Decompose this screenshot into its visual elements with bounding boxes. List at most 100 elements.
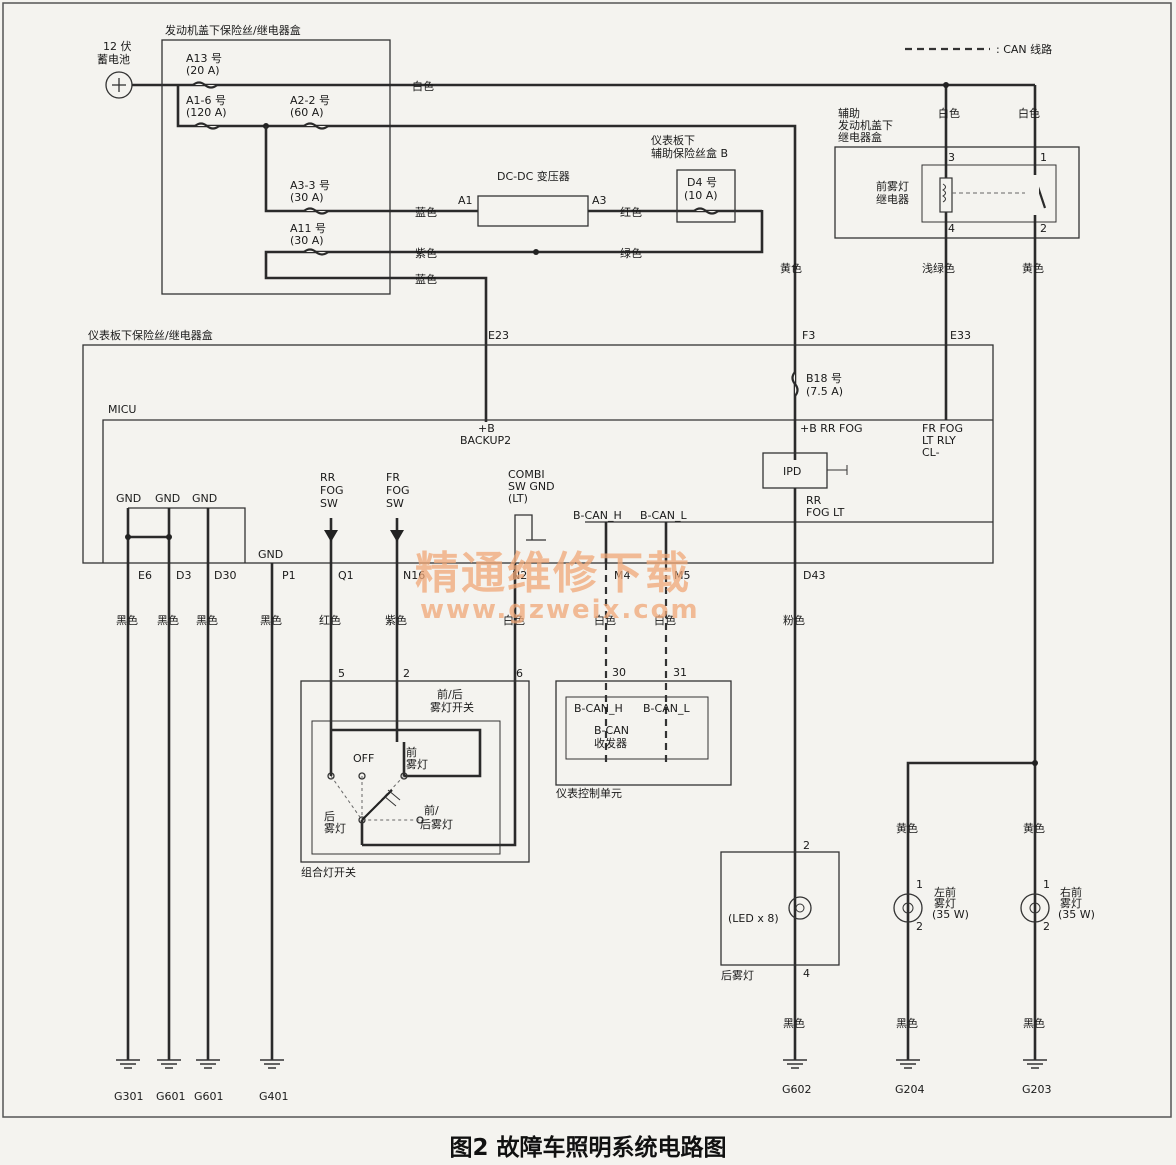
right-fog-pin-2: 2 [1043, 920, 1050, 933]
fr-fog-sw-label-2: FOG [386, 484, 410, 497]
gauge-pin-30: 30 [612, 666, 626, 679]
fr-fog-sw-label-3: SW [386, 497, 404, 510]
figure-caption: 图2 故障车照明系统电路图 [449, 1135, 727, 1161]
fuse-a11-rating: (30 A) [290, 234, 324, 247]
battery-symbol [105, 71, 133, 99]
dash-fuse-box-title: 仪表板下保险丝/继电器盒 [88, 328, 213, 342]
dcdc-label: DC-DC 变压器 [497, 169, 570, 183]
rr-fog-sw-label-3: SW [320, 497, 338, 510]
ground-symbols [116, 1059, 1047, 1069]
dash-aux-label-1: 仪表板下 [651, 133, 695, 147]
fuse-a13-symbol [192, 81, 218, 89]
wire-blue-1: 蓝色 [415, 205, 437, 219]
left-fog-black: 黑色 [896, 1016, 918, 1030]
fuse-b18-rating: (7.5 A) [806, 385, 843, 398]
conn-n2: N2 [512, 569, 527, 582]
left-fog-pin-1: 1 [916, 878, 923, 891]
wire-black-4: 黑色 [260, 613, 282, 627]
dash-fuse-box [82, 344, 994, 564]
gnd-label-2: GND [155, 492, 180, 505]
fog-switch-title-1: 前/后 [437, 687, 463, 701]
wire-purple: 紫色 [415, 246, 437, 260]
rear-fog-lamp [720, 851, 840, 966]
diode-fr-icon [390, 530, 404, 542]
combo-light-switch [300, 680, 530, 863]
right-fog-yellow: 黄色 [1023, 821, 1045, 835]
gauge-can-h: B-CAN_H [574, 702, 623, 715]
combi-label-1: COMBI [508, 468, 545, 481]
switch-lever-icon [361, 789, 393, 821]
ground-g401: G401 [259, 1090, 289, 1103]
right-fog-label-3: (35 W) [1058, 908, 1095, 921]
switch-pin-5: 5 [338, 667, 345, 680]
diagram-frame [2, 2, 1172, 1118]
conn-n16: N16 [403, 569, 425, 582]
ground-g601-b: G601 [194, 1090, 224, 1103]
wire-lightgreen: 浅绿色 [922, 261, 955, 275]
fuse-a13-rating: (20 A) [186, 64, 220, 77]
conn-m4: M4 [614, 569, 631, 582]
rear-fog-black: 黑色 [783, 1016, 805, 1030]
switch-off-label: OFF [353, 752, 374, 765]
wire-blue-2: 蓝色 [415, 272, 437, 286]
rear-fog-lamp-icon [788, 896, 812, 920]
micu-label: MICU [108, 403, 136, 416]
battery-label: 12 伏 [103, 39, 132, 53]
fuse-d4-rating: (10 A) [684, 189, 718, 202]
wire-lt: 白色 [503, 613, 525, 627]
wire-black-1: 黑色 [116, 613, 138, 627]
fuse-a2-2-symbol [303, 122, 329, 130]
left-fog-label-2: 雾灯 [934, 897, 956, 910]
wire-red: 红色 [620, 205, 642, 219]
wire-red-bottom: 红色 [319, 613, 341, 627]
switch-fr-label-1: 前/ [424, 803, 439, 817]
conn-d30: D30 [214, 569, 236, 582]
rear-fog-led-label: (LED x 8) [728, 912, 779, 925]
can-legend-label: : CAN 线路 [996, 42, 1052, 56]
switch-rear-label-2: 雾灯 [324, 822, 346, 835]
switch-rear-label-1: 后 [324, 810, 335, 823]
wire-white-2: 白色 [938, 106, 960, 120]
watermark-url: www.gzweix.com [420, 595, 700, 625]
fuse-a3-3-id: A3-3 号 [290, 179, 330, 192]
fuse-a1-6-symbol [194, 122, 220, 130]
gauge-control-unit [555, 680, 732, 786]
ground-g602: G602 [782, 1083, 812, 1096]
left-fog-label-3: (35 W) [932, 908, 969, 921]
engine-fuse-box [161, 39, 391, 295]
dash-aux-label-2: 辅助保险丝盒 B [651, 146, 728, 160]
relay-coil-icon [939, 177, 953, 213]
ground-g601-a: G601 [156, 1090, 186, 1103]
fuse-b18-id: B18 号 [806, 372, 842, 385]
watermark-text: 精通维修下载 [415, 548, 691, 599]
fog-relay [921, 164, 1057, 223]
aux-relay-box [834, 146, 1080, 239]
gauge-unit-label: 仪表控制单元 [556, 786, 622, 800]
wire-green: 绿色 [620, 246, 642, 260]
wire-pink: 粉色 [783, 613, 805, 627]
fuse-a11-symbol [303, 248, 329, 256]
fr-fog-relay-label-3: CL- [922, 446, 940, 459]
gauge-can-l: B-CAN_L [643, 702, 690, 715]
gauge-pin-31: 31 [673, 666, 687, 679]
right-fog-black: 黑色 [1023, 1016, 1045, 1030]
wire-black-2: 黑色 [157, 613, 179, 627]
ground-g301: G301 [114, 1090, 144, 1103]
relay-pin-2: 2 [1040, 222, 1047, 235]
conn-d3: D3 [176, 569, 191, 582]
conn-e6: E6 [138, 569, 152, 582]
combi-label-2: SW GND [508, 480, 555, 493]
relay-pin-3: 3 [948, 151, 955, 164]
fog-relay-label-2: 继电器 [876, 193, 909, 206]
battery-label-2: 蓄电池 [97, 53, 130, 66]
left-fog-lamp-icon [893, 893, 923, 923]
wire-white-1: 白色 [412, 79, 434, 93]
wire-can-l: 白色 [654, 613, 676, 627]
combo-switch-label: 组合灯开关 [301, 865, 356, 879]
combi-label-3: (LT) [508, 492, 528, 505]
fuse-a13-id: A13 号 [186, 52, 222, 65]
fuse-a1-6-id: A1-6 号 [186, 94, 226, 107]
aux-relay-box-label-2: 发动机盖下 [838, 118, 893, 132]
wire-white-3: 白色 [1018, 106, 1040, 120]
conn-m5: M5 [674, 569, 691, 582]
